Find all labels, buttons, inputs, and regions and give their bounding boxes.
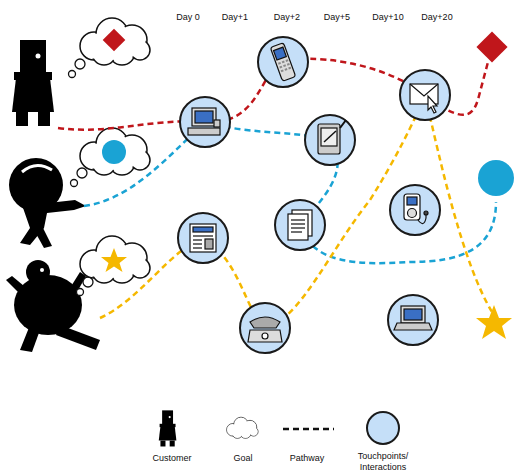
computer-icon	[188, 108, 220, 135]
legend-label: Customer	[132, 453, 212, 463]
pathway-line	[84, 122, 496, 263]
goal-diamond	[476, 31, 507, 62]
goal-cloud	[69, 18, 151, 78]
touchpoint-circle	[388, 295, 438, 345]
legend-customer-sample	[159, 410, 177, 446]
day-label: Day+2	[274, 12, 300, 22]
touchpoint-circle	[390, 185, 440, 235]
legend-label: Goal	[203, 453, 283, 463]
customer-figure	[12, 40, 54, 126]
goal-cloud	[77, 236, 151, 296]
day-label: Day+1	[222, 12, 248, 22]
legend-goal-sample	[227, 417, 259, 438]
touchpoint-circle	[275, 200, 325, 250]
day-label: Day+20	[421, 12, 452, 22]
goal-cloud	[71, 128, 151, 187]
legend-label: Touchpoints/ Interactions	[343, 451, 423, 472]
touchpoint-circle	[180, 97, 230, 147]
goal-star	[476, 305, 512, 339]
telephone-icon	[248, 317, 282, 342]
pda-icon	[318, 120, 346, 154]
touchpoint-circle	[258, 37, 308, 87]
customer-figure	[9, 158, 86, 248]
mp3-player-icon	[404, 194, 428, 224]
pathway-line	[100, 95, 492, 328]
touchpoint-circle	[305, 115, 355, 165]
goal-circle	[478, 160, 514, 196]
touchpoint-circle	[240, 303, 290, 353]
laptop-icon	[394, 306, 432, 330]
day-label: Day+5	[324, 12, 350, 22]
legend-pathway-sample	[283, 428, 334, 431]
day-label: Day 0	[176, 12, 200, 22]
touchpoint-circle	[400, 70, 450, 120]
document-icon	[288, 210, 312, 240]
legend-label: Pathway	[267, 453, 347, 463]
legend-touchpoint-sample	[367, 412, 399, 444]
email-icon	[410, 84, 438, 113]
touchpoint-circle	[178, 213, 228, 263]
newsletter-icon	[190, 224, 216, 252]
day-label: Day+10	[372, 12, 403, 22]
mobile-phone-icon	[270, 43, 295, 82]
